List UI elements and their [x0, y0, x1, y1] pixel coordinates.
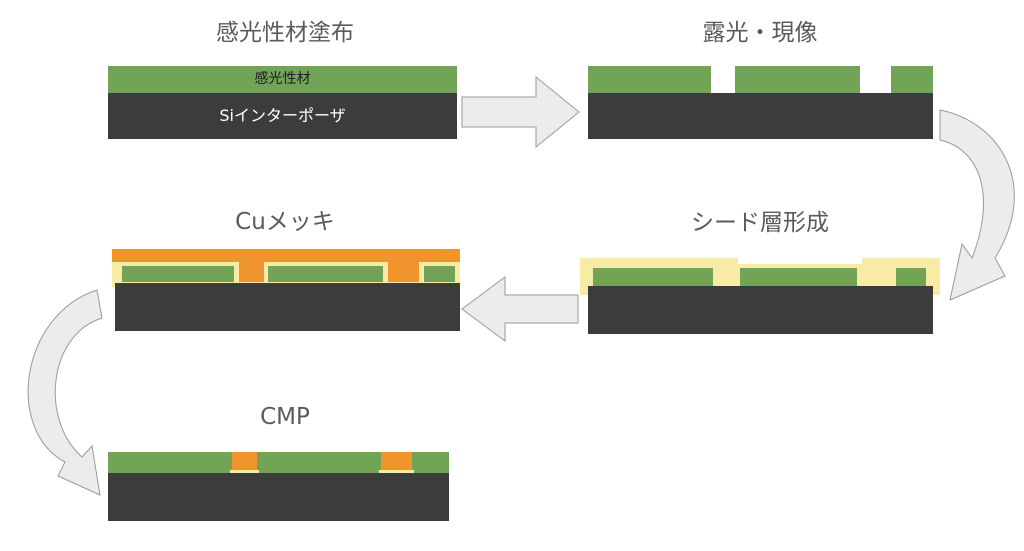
step-seed-cross-section	[580, 258, 940, 334]
seed-layer-line	[230, 470, 259, 473]
copper-layer	[112, 249, 460, 262]
step-plate-cross-section	[112, 249, 460, 331]
step-title-expose: 露光・現像	[702, 20, 818, 46]
copper-via	[388, 262, 419, 282]
step-title-coat: 感光性材塗布	[216, 20, 354, 46]
curved-arrow-down-icon	[27, 289, 103, 496]
si-interposer-layer	[108, 93, 457, 139]
step-title-cmp: CMP	[260, 404, 310, 430]
seed-layer-line	[379, 470, 414, 473]
seed-fill-gap	[857, 276, 896, 286]
photoresist-block	[122, 266, 234, 282]
copper-via	[239, 262, 264, 282]
arrow-left-icon	[461, 276, 579, 342]
photoresist-block	[588, 66, 711, 93]
substrate-layer	[115, 283, 460, 331]
arrow-right-icon	[461, 75, 580, 149]
copper-via	[381, 452, 412, 473]
step-coat-cross-section	[108, 66, 457, 139]
photoresist-block	[735, 66, 860, 93]
photoresist-block	[593, 268, 713, 286]
step-title-seed: シード層形成	[691, 210, 829, 236]
seed-fill-gap	[713, 276, 740, 286]
step-title-plate: Cuメッキ	[235, 209, 335, 235]
photoresist-block	[740, 268, 857, 286]
substrate-layer	[108, 473, 449, 521]
curved-arrow-down-icon	[939, 109, 1015, 301]
photoresist-block	[896, 268, 926, 286]
photoresist-block	[268, 266, 383, 282]
copper-via	[232, 452, 257, 473]
step-expose-cross-section	[588, 66, 933, 139]
photoresist-layer	[108, 452, 449, 473]
photoresist-block	[891, 66, 933, 93]
photoresist-block	[424, 266, 455, 282]
step-cmp-cross-section	[108, 452, 449, 521]
substrate-layer	[588, 286, 933, 334]
substrate-layer	[588, 93, 933, 139]
photoresist-layer	[108, 66, 457, 93]
